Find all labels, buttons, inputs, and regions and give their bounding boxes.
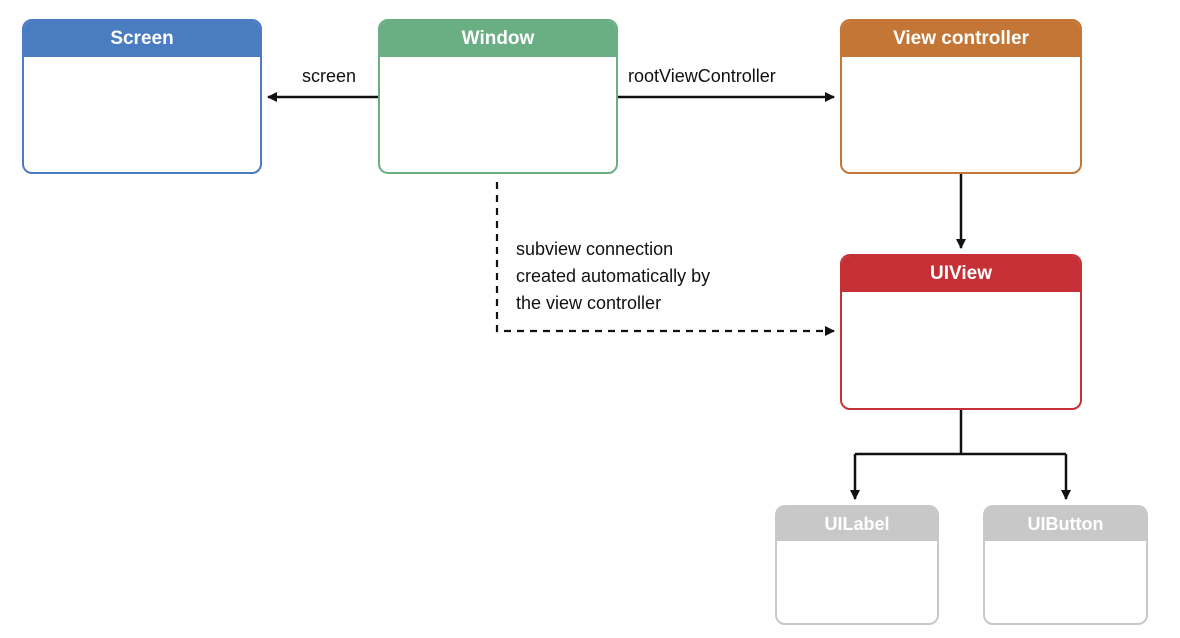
subview-note-line-3: the view controller [516,293,662,313]
subview-note-line-2: created automatically by [516,266,711,286]
screen-node: Screen [22,19,262,174]
subview-note-line-1: subview connection [516,239,674,259]
uiview-node: UIView [840,254,1082,410]
edge-label-screen: screen [302,66,357,86]
window-node: Window [378,19,618,174]
uibutton-node-title: UIButton [985,507,1146,541]
window-node-title: Window [380,21,616,57]
view-controller-node-title: View controller [842,21,1080,57]
uiview-node-title: UIView [842,256,1080,292]
uibutton-node: UIButton [983,505,1148,625]
uilabel-node: UILabel [775,505,939,625]
view-controller-node: View controller [840,19,1082,174]
screen-node-title: Screen [24,21,260,57]
edge-label-root-view-controller: rootViewController [628,66,776,86]
uilabel-node-title: UILabel [777,507,937,541]
dashed-subview-connection [495,182,835,336]
